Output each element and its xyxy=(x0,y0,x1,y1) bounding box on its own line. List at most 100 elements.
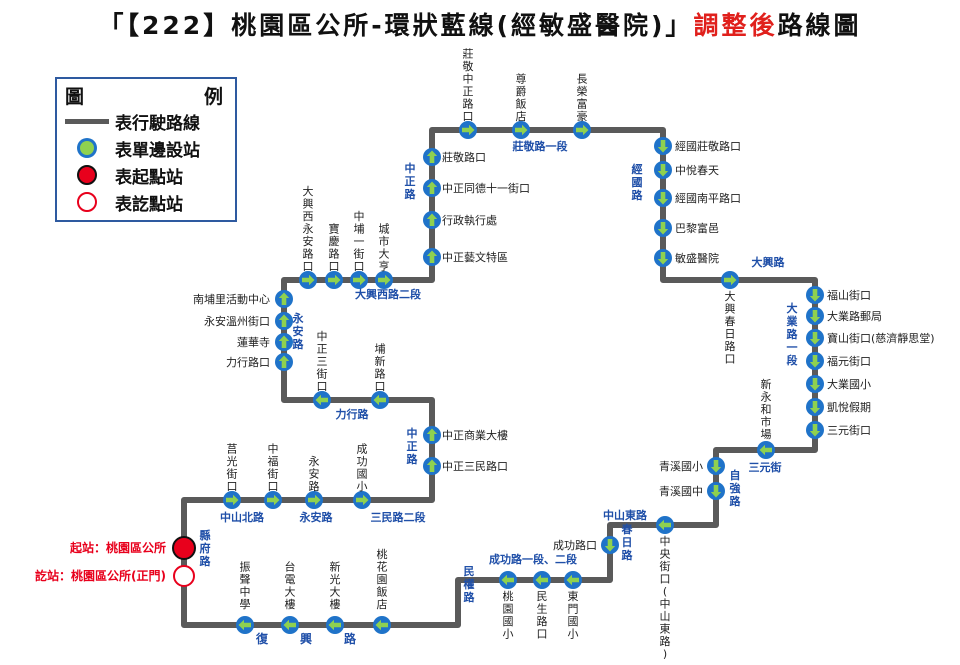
svg-text:日: 日 xyxy=(725,328,736,341)
svg-text:強: 強 xyxy=(730,481,741,495)
bus-stop[interactable] xyxy=(806,375,824,393)
svg-text:口: 口 xyxy=(354,260,365,273)
direction-arrow-icon xyxy=(373,394,386,406)
bus-stop[interactable] xyxy=(806,352,824,370)
svg-text:路: 路 xyxy=(200,554,212,568)
bus-stop[interactable] xyxy=(325,271,343,289)
svg-text:口: 口 xyxy=(660,573,671,586)
svg-text:大: 大 xyxy=(725,289,736,303)
bus-stop[interactable] xyxy=(423,426,441,444)
bus-stop[interactable] xyxy=(423,148,441,166)
bus-stop[interactable] xyxy=(305,491,323,509)
bus-stop[interactable] xyxy=(573,121,591,139)
bus-stop[interactable] xyxy=(654,161,672,179)
road-label: 中正路 xyxy=(405,161,417,201)
bus-stop[interactable] xyxy=(275,333,293,351)
svg-text:路: 路 xyxy=(293,337,305,351)
svg-text:台: 台 xyxy=(285,560,296,574)
svg-text:一: 一 xyxy=(354,235,365,248)
svg-text:權: 權 xyxy=(464,577,475,591)
svg-text:國: 國 xyxy=(568,615,579,628)
bus-stop[interactable] xyxy=(313,391,331,409)
direction-arrow-icon xyxy=(356,494,369,506)
bus-stop[interactable] xyxy=(806,307,824,325)
bus-stop[interactable] xyxy=(236,616,254,634)
legend-row-route: 表行駛路線 xyxy=(65,108,200,134)
bus-stop[interactable] xyxy=(423,457,441,475)
svg-text:店: 店 xyxy=(516,109,527,123)
bus-stop[interactable] xyxy=(806,421,824,439)
svg-text:街: 街 xyxy=(268,467,279,481)
bus-stop[interactable] xyxy=(654,137,672,155)
bus-stop[interactable] xyxy=(806,286,824,304)
bus-stop[interactable] xyxy=(223,491,241,509)
svg-text:聲: 聲 xyxy=(240,572,251,586)
bus-stop[interactable] xyxy=(707,482,725,500)
stop-label: 寶山街口(慈濟靜思堂) xyxy=(827,331,935,345)
svg-text:市: 市 xyxy=(761,415,772,429)
stop-label: 南埔里活動中心 xyxy=(193,292,270,306)
bus-stop[interactable] xyxy=(275,353,293,371)
svg-text:路: 路 xyxy=(405,187,417,201)
bus-stop[interactable] xyxy=(707,457,725,475)
bus-stop[interactable] xyxy=(656,516,674,534)
svg-text:生: 生 xyxy=(537,602,548,616)
bus-stop[interactable] xyxy=(533,571,551,589)
stop-label: 成功路口 xyxy=(553,539,597,552)
svg-text:慶: 慶 xyxy=(329,234,340,248)
svg-text:小: 小 xyxy=(503,628,514,641)
bus-stop[interactable] xyxy=(757,441,775,459)
stop-label: 經國南平路口 xyxy=(675,191,741,205)
svg-text:路: 路 xyxy=(463,98,474,111)
bus-stop[interactable] xyxy=(654,249,672,267)
svg-text:正: 正 xyxy=(463,85,474,98)
svg-text:中: 中 xyxy=(407,426,418,440)
svg-text:業: 業 xyxy=(786,314,799,328)
svg-text:福: 福 xyxy=(268,454,279,468)
bus-stop[interactable] xyxy=(423,179,441,197)
direction-arrow-icon xyxy=(657,192,669,205)
bus-stop[interactable] xyxy=(459,121,477,139)
svg-text:新: 新 xyxy=(761,377,772,391)
svg-text:飯: 飯 xyxy=(516,97,527,111)
bus-stop[interactable] xyxy=(806,398,824,416)
direction-arrow-icon xyxy=(308,494,321,506)
bus-stop[interactable] xyxy=(371,391,389,409)
start-terminal[interactable] xyxy=(172,536,196,560)
stop-label: 三元街口 xyxy=(827,423,871,437)
svg-text:園: 園 xyxy=(377,573,388,586)
bus-stop[interactable] xyxy=(423,211,441,229)
bus-stop[interactable] xyxy=(423,248,441,266)
svg-text:和: 和 xyxy=(761,403,772,416)
bus-stop[interactable] xyxy=(375,271,393,289)
bus-stop[interactable] xyxy=(281,616,299,634)
direction-arrow-icon xyxy=(657,252,669,265)
svg-text:光: 光 xyxy=(330,572,341,586)
bus-stop[interactable] xyxy=(264,491,282,509)
svg-text:門: 門 xyxy=(568,603,579,616)
bus-stop[interactable] xyxy=(721,271,739,289)
stop-label: 中悅春天 xyxy=(675,163,719,177)
bus-stop[interactable] xyxy=(499,571,517,589)
bus-stop[interactable] xyxy=(275,290,293,308)
end-terminal[interactable] xyxy=(173,565,195,587)
bus-stop[interactable] xyxy=(512,121,530,139)
bus-stop[interactable] xyxy=(275,312,293,330)
bus-stop[interactable] xyxy=(564,571,582,589)
bus-stop[interactable] xyxy=(353,491,371,509)
bus-stop[interactable] xyxy=(350,271,368,289)
stop-label: 行政執行處 xyxy=(442,213,497,227)
bus-stop[interactable] xyxy=(373,616,391,634)
bus-stop[interactable] xyxy=(654,219,672,237)
bus-stop[interactable] xyxy=(299,271,317,289)
bus-stop[interactable] xyxy=(654,189,672,207)
svg-text:敬: 敬 xyxy=(463,60,474,73)
svg-text:口: 口 xyxy=(303,260,314,273)
bus-stop[interactable] xyxy=(806,329,824,347)
svg-text:中: 中 xyxy=(354,210,365,223)
bus-stop[interactable] xyxy=(326,616,344,634)
bus-stop[interactable] xyxy=(601,536,619,554)
